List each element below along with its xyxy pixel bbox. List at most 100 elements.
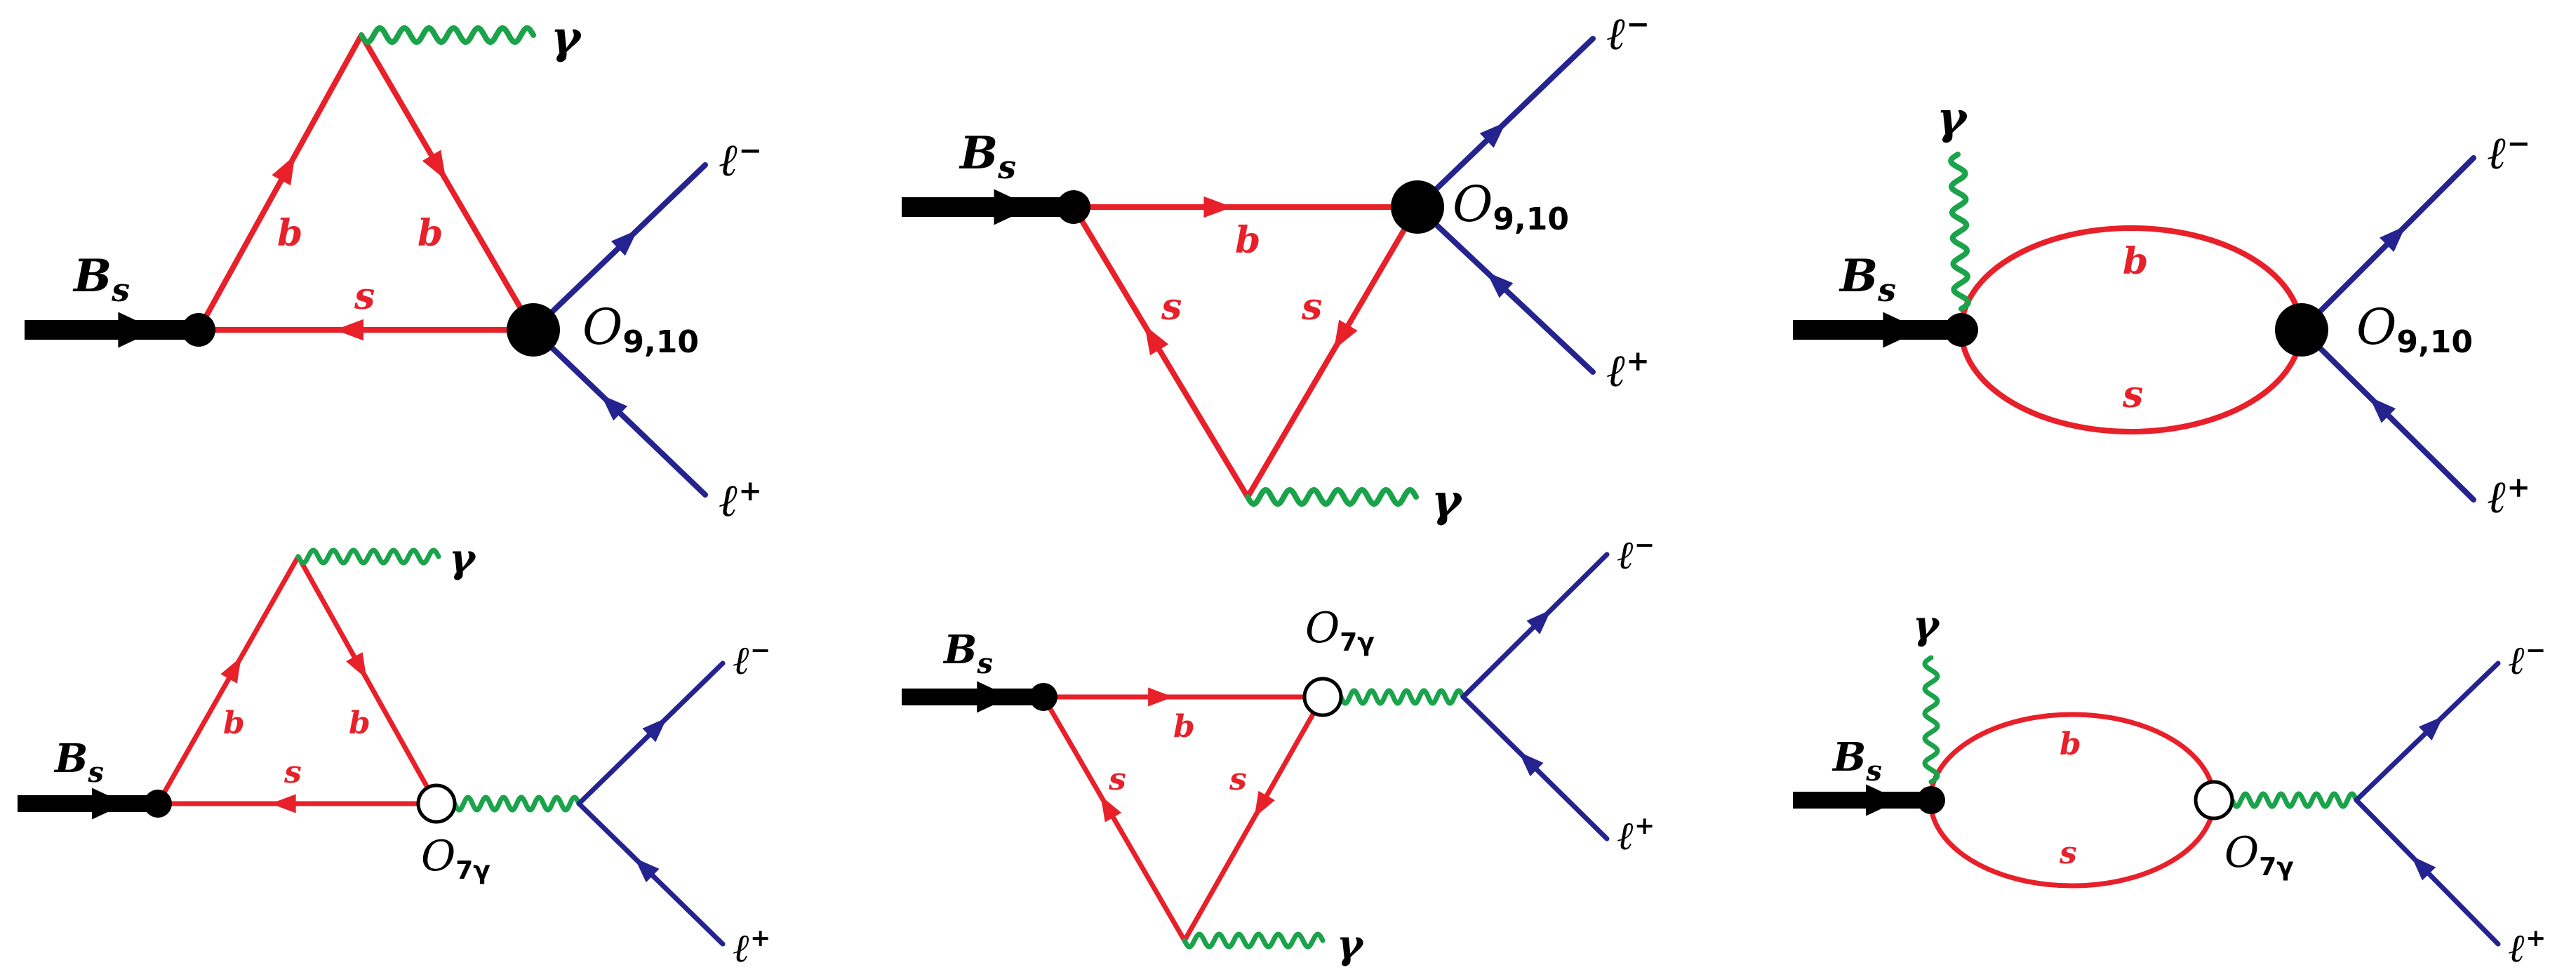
lepton-label-main: ℓ bbox=[2509, 637, 2525, 684]
photon-line bbox=[1948, 152, 1971, 312]
bs-meson-label-main: B bbox=[1838, 250, 1878, 303]
s-quark-label: s bbox=[1301, 286, 1322, 328]
bs-meson-label-main: B bbox=[72, 250, 112, 303]
lepton-label-charge: − bbox=[2507, 127, 2530, 160]
bs-meson-label: Bs bbox=[1838, 250, 1896, 309]
s-quark-line-arrow-icon bbox=[1254, 790, 1275, 818]
operator-label-main: O bbox=[1453, 175, 1493, 233]
photon-label: γ bbox=[551, 11, 582, 64]
operator-vertex-open bbox=[2194, 780, 2234, 820]
lepton-label: ℓ− bbox=[2488, 127, 2530, 180]
operator-label-sub: 9,10 bbox=[2396, 324, 2473, 360]
lepton-plus-line-arrow-icon bbox=[2411, 856, 2436, 881]
bs-meson-line-arrow-icon bbox=[1883, 312, 1921, 348]
lepton-label-charge: − bbox=[2525, 636, 2546, 665]
b-quark-line-arrow-icon bbox=[422, 149, 446, 180]
lepton-label: ℓ− bbox=[1607, 8, 1650, 60]
lepton-label: ℓ+ bbox=[2488, 471, 2530, 524]
b-quark-line bbox=[295, 554, 439, 806]
s-quark-line-arrow-icon bbox=[335, 319, 364, 341]
operator-label: O9,10 bbox=[1453, 175, 1569, 237]
lepton-label: ℓ− bbox=[2509, 636, 2546, 684]
operator-label-sub: 7γ bbox=[455, 856, 490, 885]
lepton-plus-line-arrow-icon bbox=[1519, 752, 1544, 777]
b-quark-label: b bbox=[2123, 240, 2148, 283]
photon-label: γ bbox=[1432, 474, 1463, 527]
lepton-minus-line-arrow-icon bbox=[610, 230, 638, 256]
lepton-minus-line-arrow-icon bbox=[1526, 609, 1551, 634]
operator-vertex-filled bbox=[2275, 303, 2328, 357]
lepton-label-main: ℓ bbox=[719, 134, 738, 187]
lepton-plus-line-arrow-icon bbox=[2369, 397, 2396, 423]
operator-label: O7γ bbox=[1305, 604, 1375, 657]
lepton-label: ℓ− bbox=[733, 636, 770, 684]
s-quark-label: s bbox=[2122, 373, 2143, 416]
b-quark-label: b bbox=[1235, 219, 1260, 262]
b-quark-label: b bbox=[2060, 726, 2081, 762]
lepton-label-main: ℓ bbox=[733, 637, 750, 684]
operator-label-sub: 9,10 bbox=[1493, 201, 1569, 237]
photon-line bbox=[1245, 486, 1419, 507]
photon-line bbox=[1182, 931, 1326, 950]
b-quark-line-arrow-icon bbox=[220, 656, 241, 684]
operator-label-main: O bbox=[582, 298, 622, 356]
s-quark-label: s bbox=[1108, 762, 1126, 797]
lepton-label-main: ℓ bbox=[719, 474, 738, 527]
s-quark-line bbox=[1245, 204, 1420, 500]
bs-meson-label-sub: s bbox=[997, 148, 1016, 186]
operator-vertex-filled bbox=[507, 303, 560, 357]
bs-meson-label-main: B bbox=[942, 627, 977, 673]
lepton-label-charge: + bbox=[2507, 471, 2530, 504]
operator-label-sub: 7γ bbox=[2259, 853, 2294, 882]
b-quark-line-arrow-icon bbox=[346, 652, 367, 679]
s-quark-line bbox=[1041, 694, 1187, 943]
operator-label-main: O bbox=[421, 832, 455, 881]
lepton-label-charge: + bbox=[738, 474, 762, 507]
photon-label: γ bbox=[1937, 92, 1968, 145]
operator-label-main: O bbox=[2224, 828, 2259, 877]
photon-line bbox=[359, 25, 536, 46]
lepton-label: ℓ− bbox=[1617, 531, 1655, 578]
s-quark-line-arrow-icon bbox=[1333, 319, 1358, 350]
vertex-dot bbox=[182, 313, 215, 347]
photon-label: γ bbox=[1337, 922, 1365, 968]
vertex-dot bbox=[1917, 786, 1945, 814]
lepton-label: ℓ+ bbox=[1607, 345, 1650, 397]
b-quark-line bbox=[359, 32, 536, 333]
bs-meson-label: Bs bbox=[942, 627, 993, 680]
photon-label: γ bbox=[449, 536, 477, 582]
operator-vertex-open bbox=[416, 783, 457, 824]
vertex-dot bbox=[1057, 190, 1090, 224]
lepton-label-charge: + bbox=[1626, 345, 1650, 378]
operator-label: O7γ bbox=[2224, 828, 2294, 882]
lepton-label-charge: + bbox=[2525, 924, 2546, 952]
b-quark-label: b bbox=[1173, 709, 1195, 745]
lepton-minus-line-arrow-icon bbox=[2379, 225, 2406, 253]
b-quark-line-arrow-icon bbox=[272, 155, 295, 186]
lepton-label-main: ℓ bbox=[2488, 471, 2507, 524]
bs-meson-label-main: B bbox=[959, 127, 998, 180]
lepton-label-charge: − bbox=[738, 134, 762, 167]
s-quark-line-arrow-icon bbox=[1100, 795, 1122, 823]
bs-meson-label-main: B bbox=[53, 736, 88, 782]
bs-meson-label: Bs bbox=[53, 736, 104, 789]
bs-meson-label: Bs bbox=[959, 127, 1016, 186]
lepton-plus-line-arrow-icon bbox=[601, 394, 628, 421]
bs-meson-line-arrow-icon bbox=[1866, 784, 1900, 816]
operator-label-sub: 9,10 bbox=[622, 324, 699, 360]
lepton-plus-line-arrow-icon bbox=[1486, 272, 1514, 298]
lepton-label: ℓ+ bbox=[1617, 811, 1655, 859]
vertex-dot bbox=[1029, 683, 1057, 711]
lepton-label-main: ℓ bbox=[1617, 813, 1634, 859]
lepton-label-main: ℓ bbox=[1607, 345, 1626, 397]
photon-line bbox=[1338, 688, 1466, 706]
lepton-label-charge: + bbox=[1634, 811, 1655, 840]
b-quark-label: b bbox=[418, 212, 443, 255]
operator-vertex-open bbox=[1302, 677, 1343, 717]
bs-meson-line-arrow-icon bbox=[994, 189, 1032, 225]
vertex-dot bbox=[1944, 313, 1978, 347]
bs-meson-line-arrow-icon bbox=[977, 681, 1011, 713]
s-quark-line bbox=[1182, 694, 1326, 943]
bs-meson-label-sub: s bbox=[87, 756, 104, 789]
lepton-label-charge: − bbox=[1626, 8, 1650, 41]
